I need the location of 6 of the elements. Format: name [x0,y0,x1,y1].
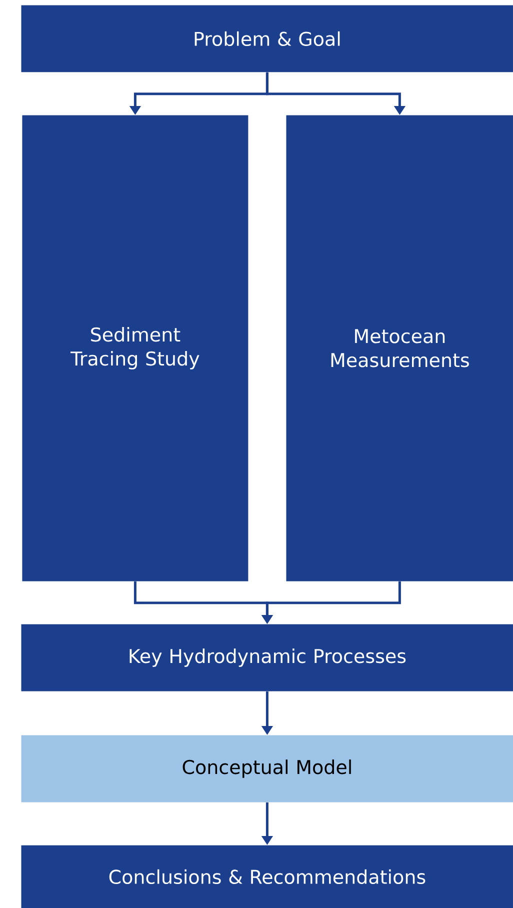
process-box: Conclusions & Recommendations [21,845,513,908]
process-box: Problem & Goal [21,5,513,72]
process-box: Metocean Measurements [286,115,513,582]
process-box: Sediment Tracing Study [22,115,248,582]
process-box: Conceptual Model [21,735,513,802]
process-box: Key Hydrodynamic Processes [21,624,513,692]
